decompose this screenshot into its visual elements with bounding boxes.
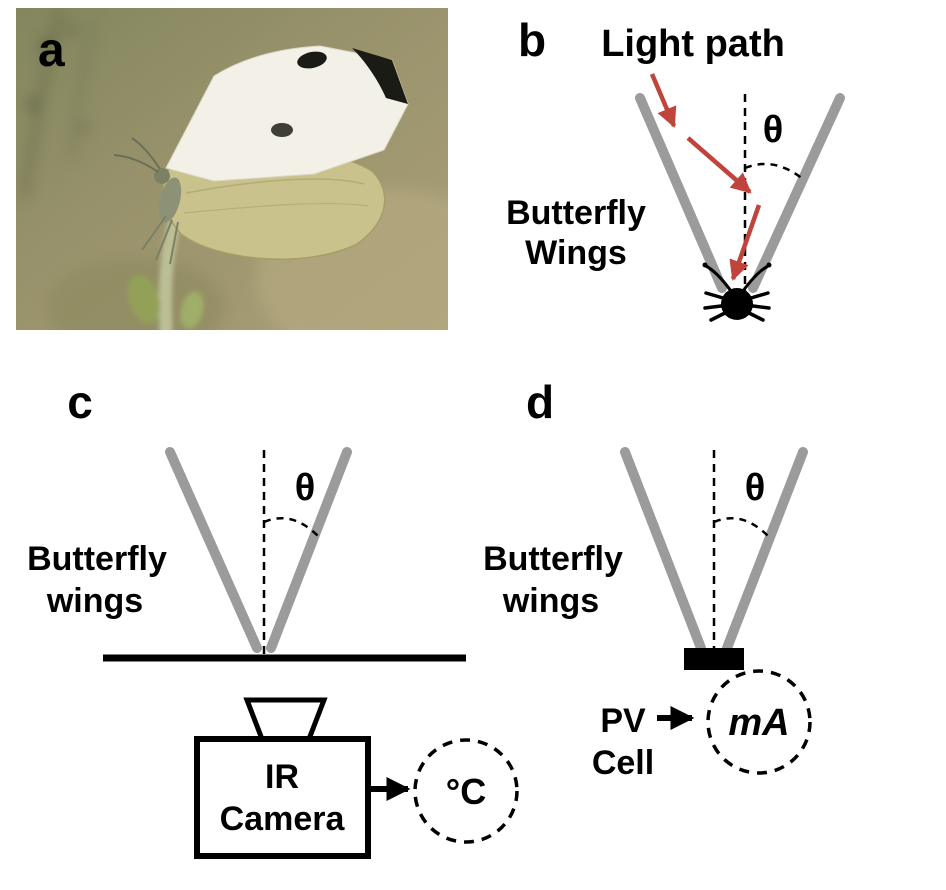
ir-camera-label-line1: IR [265, 758, 299, 796]
wings-label-line1: Butterfly [27, 540, 167, 578]
current-readout-label: mA [728, 702, 789, 744]
camera-lens [243, 697, 328, 742]
butterfly-legs [141, 215, 179, 265]
butterfly-wing-left [635, 93, 727, 293]
butterfly-wing-right [722, 447, 808, 653]
pv-cell-label-line2: Cell [592, 744, 654, 782]
hindwing-vein [185, 178, 365, 194]
theta-label: θ [763, 109, 784, 151]
forewing-black-tip [352, 48, 408, 104]
hindwing-vein [183, 202, 369, 214]
pv-cell-rect [684, 648, 744, 670]
butterfly [113, 45, 409, 265]
butterfly-wing-right [748, 93, 845, 293]
wings-label-line2: wings [46, 582, 143, 620]
butterfly-wing-left [165, 447, 262, 653]
panel-d-label: d [526, 376, 554, 428]
forewing-black-spot [297, 51, 327, 69]
light-ray-arrow [686, 136, 752, 194]
current-readout-circle [706, 669, 812, 775]
plant-stem [127, 214, 204, 330]
temperature-readout-circle [413, 738, 519, 844]
light-ray-arrow [729, 204, 762, 281]
panel-a-label: a [38, 24, 65, 77]
wings-label-line1: Butterfly [506, 194, 646, 232]
theta-arc [744, 162, 805, 181]
panel-c-label: c [67, 376, 93, 428]
panel-d-schematic: d θ Butterfly wings PV Cell mA [483, 376, 812, 782]
panel-b-label: b [518, 14, 546, 66]
forewing-black-spot [271, 123, 293, 137]
ir-camera-box [194, 736, 371, 859]
wings-label-line1: Butterfly [483, 540, 623, 578]
temperature-readout-label: °C [446, 771, 486, 812]
panel-a-photo: a [16, 8, 448, 330]
panel-c-schematic: c θ Butterfly wings IR Camera °C [27, 376, 519, 859]
theta-label: θ [295, 467, 316, 509]
theta-arc [263, 517, 319, 537]
light-ray-arrow [649, 73, 677, 128]
theta-arc [713, 517, 769, 537]
wings-label-line2: wings [502, 582, 599, 620]
butterfly-body-icon [702, 262, 772, 322]
butterfly-wing-right [266, 447, 352, 653]
theta-label: θ [745, 467, 766, 509]
butterfly-wing-left [620, 447, 706, 653]
butterfly-antennae [113, 137, 161, 173]
panel-b-schematic: b Light path θ Butterfly Wings [506, 14, 845, 322]
light-path-label: Light path [601, 23, 785, 65]
butterfly-forewing [165, 45, 409, 182]
light-ray-arrows [649, 73, 762, 281]
pv-cell-label-line1: PV [600, 702, 646, 740]
butterfly-body [158, 177, 182, 223]
ir-camera-label-line2: Camera [220, 800, 346, 838]
wings-label-line2: Wings [525, 234, 627, 272]
